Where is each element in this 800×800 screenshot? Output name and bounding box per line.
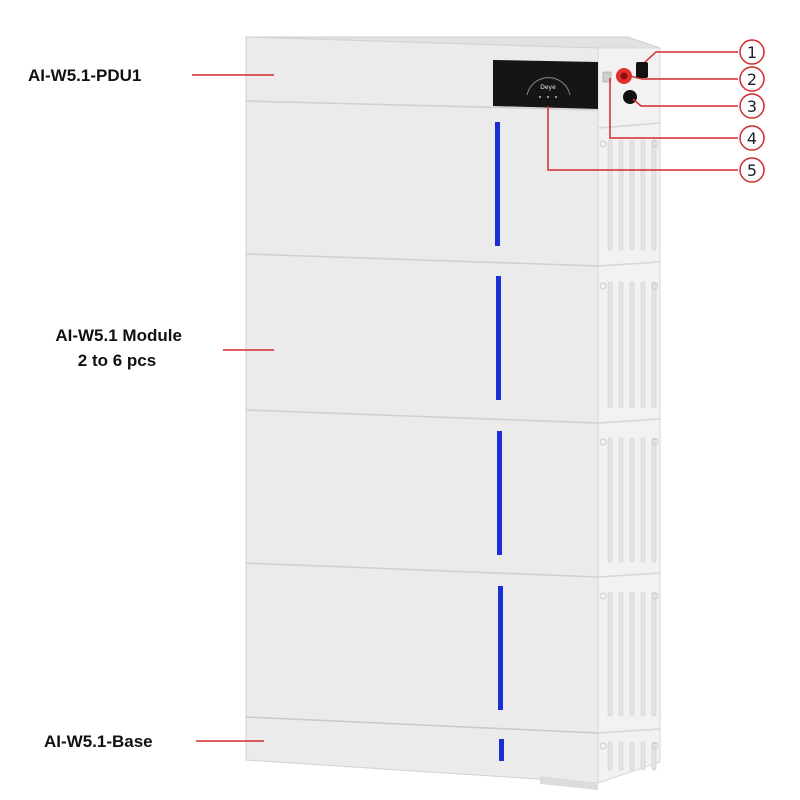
- vent-slot: [618, 741, 624, 771]
- negative-terminal: [623, 90, 637, 104]
- pdu-connectors: [602, 62, 648, 104]
- vent-slot: [651, 437, 657, 563]
- module-seam-3: [245, 562, 599, 578]
- module-seam-2: [245, 409, 599, 424]
- vent-slot: [640, 591, 646, 717]
- led-segment: [495, 122, 500, 246]
- side-seam-pdu: [597, 122, 661, 129]
- vent-slot: [629, 437, 635, 563]
- screw-hole: [651, 592, 659, 600]
- display-arc: [526, 77, 571, 96]
- vent-slot: [618, 591, 624, 717]
- base-foot: [540, 776, 598, 790]
- power-switch: [636, 62, 648, 78]
- module-label-line-1: AI-W5.1 Module: [55, 326, 182, 345]
- base-seam: [245, 716, 599, 734]
- vent-slot: [618, 281, 624, 409]
- positive-terminal-core: [620, 72, 628, 80]
- callout-leader-2: [629, 75, 738, 80]
- vent-slot: [640, 139, 646, 251]
- side-vents: [599, 139, 659, 771]
- side-seam-3: [597, 572, 661, 578]
- vent-slot: [629, 591, 635, 717]
- vent-slot: [651, 591, 657, 717]
- screw-hole: [651, 140, 659, 148]
- module-label-group: AI-W5.1 Module 2 to 6 pcs: [55, 326, 274, 370]
- screw-hole: [651, 438, 659, 446]
- display-dot: [539, 96, 541, 98]
- module-seam-1: [245, 253, 599, 267]
- screw-hole: [599, 742, 607, 750]
- vent-slot: [618, 139, 624, 251]
- callout-leader-3: [632, 98, 738, 107]
- vent-slot: [618, 437, 624, 563]
- vent-slot: [640, 281, 646, 409]
- led-strip: [495, 122, 504, 761]
- vent-slot: [640, 741, 646, 771]
- vent-slot: [629, 139, 635, 251]
- side-seam-base: [597, 728, 661, 734]
- led-segment: [496, 276, 501, 400]
- vent-slot: [651, 139, 657, 251]
- callout-3: 3: [739, 93, 765, 119]
- module-label: AI-W5.1 Module 2 to 6 pcs: [55, 326, 186, 370]
- stack-side-face: [597, 47, 661, 784]
- screw-hole: [599, 140, 607, 148]
- callout-leader-4: [609, 78, 738, 139]
- callout-leader-5: [547, 106, 738, 171]
- callout-1: 1: [739, 39, 765, 65]
- vent-slot: [607, 139, 613, 251]
- side-seam-1: [597, 261, 661, 267]
- pdu-label: AI-W5.1-PDU1: [28, 66, 141, 85]
- battery-stack: [245, 36, 661, 790]
- led-segment: [497, 431, 502, 555]
- display-dot: [555, 96, 557, 98]
- vent-slot: [607, 591, 613, 717]
- side-seam-2: [597, 418, 661, 424]
- callout-leader-1: [644, 51, 738, 63]
- vent-slot: [629, 741, 635, 771]
- pdu-label-group: AI-W5.1-PDU1: [28, 66, 274, 85]
- callout-number: 5: [747, 161, 757, 180]
- display-panel: [493, 60, 598, 109]
- vent-slot: [651, 281, 657, 409]
- module-label-line-2: 2 to 6 pcs: [78, 351, 156, 370]
- led-segment: [498, 586, 503, 710]
- screw-hole: [651, 282, 659, 290]
- screw-hole: [599, 282, 607, 290]
- vent-slot: [651, 741, 657, 771]
- display-dot: [547, 96, 549, 98]
- callout-leaders: [547, 51, 738, 171]
- screw-hole: [599, 438, 607, 446]
- callout-number: 4: [747, 129, 757, 148]
- vent-slot: [629, 281, 635, 409]
- screw-hole: [599, 592, 607, 600]
- vent-slot: [607, 741, 613, 771]
- callout-2: 2: [739, 66, 765, 92]
- base-label: AI-W5.1-Base: [44, 732, 153, 751]
- callout-number: 2: [747, 70, 757, 89]
- pdu-module-seam: [245, 100, 599, 111]
- callout-number: 3: [747, 97, 757, 116]
- vent-slot: [607, 281, 613, 409]
- vent-slot: [607, 437, 613, 563]
- callout-5: 5: [739, 157, 765, 183]
- screw-hole: [651, 742, 659, 750]
- base-label-group: AI-W5.1-Base: [44, 732, 264, 751]
- vent-slot: [640, 437, 646, 563]
- callout-markers: 1 2 3 4 5: [739, 39, 765, 183]
- pdu-display: Deye: [493, 60, 598, 109]
- display-brand: Deye: [540, 84, 556, 91]
- led-segment: [499, 739, 504, 761]
- small-port: [602, 71, 612, 83]
- callout-number: 1: [747, 43, 757, 62]
- callout-4: 4: [739, 125, 765, 151]
- stack-front-face: [245, 36, 599, 784]
